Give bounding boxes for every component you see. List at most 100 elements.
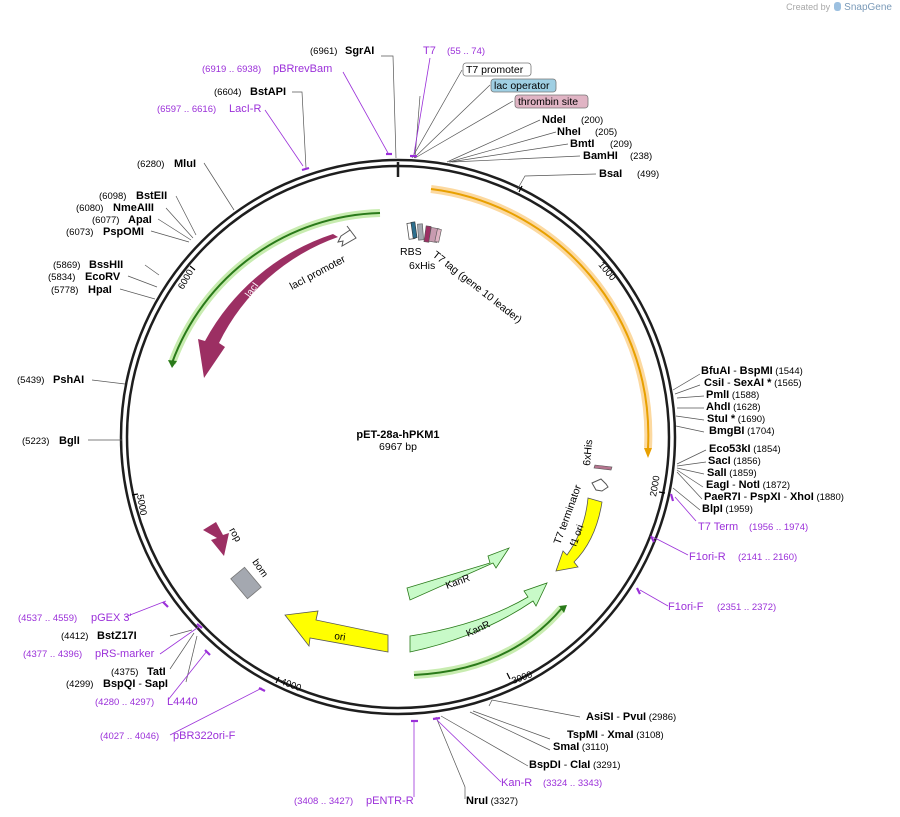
site-row: BlpI (1959): [702, 503, 753, 515]
primer-labels: T7 (55 .. 74) (6919 .. 6938) pBRrevBam (…: [18, 45, 808, 807]
snapgene-credit: Created by SnapGene: [786, 2, 892, 13]
lacI-promoter-feature: [337, 225, 357, 247]
site-pshai-name: PshAI: [53, 374, 84, 386]
snapgene-logo-icon: [833, 2, 841, 11]
site-row: BspQI - SapI: [103, 678, 168, 690]
site-hpai-pos: (5778): [51, 285, 78, 296]
site-bamhi-pos: (238): [630, 151, 652, 162]
primer-pbr322ori-f-name: pBR322ori-F: [173, 730, 236, 742]
site-row: SalI (1859): [707, 467, 757, 479]
kanR-feature-2: [409, 582, 548, 653]
site-name: EagI: [706, 479, 729, 491]
site-ecorv-pos: (5834): [48, 272, 75, 283]
site-nmeaiii-name: NmeAIII: [113, 202, 154, 214]
site-name: AsiSI: [586, 711, 614, 723]
sites-top-right: NdeI (200) NheI (205) BmtI (209) BamHI (…: [542, 114, 659, 180]
site-nhei-name: NheI: [557, 126, 581, 138]
site-row: TatI: [147, 666, 166, 678]
site-mlui-pos: (6280): [137, 159, 164, 170]
lacI-promoter-label: lacI promoter: [288, 253, 348, 293]
primer-pbrrevbam-name: pBRrevBam: [273, 63, 332, 75]
primer-markers: [162, 152, 675, 723]
primer-pentr-r-pos: (3408 .. 3427): [294, 796, 353, 807]
site-row: TspMI - XmaI (3108): [567, 729, 664, 741]
site-position: (1704): [744, 426, 774, 437]
site-name: ClaI: [570, 759, 590, 771]
primer-t7-pos: (55 .. 74): [447, 46, 485, 57]
primer-pbr322ori-f-pos: (4027 .. 4046): [100, 731, 159, 742]
primer-pgex3-pos: (4537 .. 4559): [18, 613, 77, 624]
site-nmeaiii-pos: (6080): [76, 203, 103, 214]
tick-5000: 5000: [134, 494, 149, 517]
site-position: (3291): [590, 760, 620, 771]
site-name: NotI: [739, 479, 760, 491]
site-name: BspMI: [740, 365, 773, 377]
site-name: Eco53kI: [709, 443, 751, 455]
site-position: (4375): [111, 667, 138, 678]
site-position: (3110): [579, 742, 608, 753]
primer-pbrrevbam-pos: (6919 .. 6938): [202, 64, 261, 75]
site-row: PmlI (1588): [706, 389, 759, 401]
site-name: SexAI *: [734, 377, 773, 389]
primer-f1ori-r-pos: (2141 .. 2160): [738, 552, 797, 563]
site-bsai-pos: (499): [637, 169, 659, 180]
site-bsteii-name: BstEII: [136, 190, 167, 202]
site-name: BspDI: [529, 759, 561, 771]
site-sgrai-pos: (6961): [310, 46, 337, 57]
site-name: BmgBI: [709, 425, 744, 437]
primer-leader-lines: [124, 57, 697, 797]
rop-label: rop: [226, 526, 243, 544]
t7-terminator-feature: [591, 478, 609, 492]
primer-pentr-r-name: pENTR-R: [366, 795, 414, 807]
boxed-labels: T7 promoter lac operator thrombin site: [462, 62, 589, 109]
bom-feature: [230, 566, 262, 600]
top-feature-cluster: [406, 221, 442, 243]
rop-feature: [203, 522, 229, 556]
site-name: BspQI: [103, 678, 135, 690]
site-row: Eco53kI (1854): [709, 443, 781, 455]
site-name: SalI: [707, 467, 727, 479]
site-bstapi-name: BstAPI: [250, 86, 286, 98]
primer-laci-r-pos: (6597 .. 6616): [157, 104, 216, 115]
lac-operator-label: lac operator: [494, 80, 550, 92]
credit-prefix: Created by: [786, 2, 831, 12]
site-bamhi-name: BamHI: [583, 150, 618, 162]
primer-t7term-pos: (1956 .. 1974): [749, 522, 808, 533]
site-row: PaeR7I - PspXI - XhoI (1880): [704, 491, 844, 503]
site-name: PspXI: [750, 491, 781, 503]
site-position: (1628): [730, 402, 760, 413]
site-ecorv-name: EcoRV: [85, 271, 121, 283]
primer-t7-name: T7: [423, 45, 436, 57]
site-name: TspMI: [567, 729, 598, 741]
lacI-feature: [198, 234, 338, 378]
site-position: (1588): [729, 390, 759, 401]
site-bmti-pos: (209): [610, 139, 632, 150]
site-bgli-pos: (5223): [22, 436, 49, 447]
backbone: [119, 158, 677, 716]
site-position: (3108): [634, 730, 664, 741]
site-name: NruI: [466, 795, 488, 807]
sites-top-left: (6961) SgrAI (6604) BstAPI (6280) MluI (…: [17, 45, 374, 447]
his-tag-right-label: 6xHis: [581, 439, 595, 466]
site-bsshii-name: BssHII: [89, 259, 123, 271]
site-row: NruI (3327): [466, 795, 518, 807]
site-row: BspDI - ClaI (3291): [529, 759, 620, 771]
t7-promoter-label: T7 promoter: [466, 64, 524, 76]
credit-brand: SnapGene: [844, 2, 892, 13]
site-ndei-name: NdeI: [542, 114, 566, 126]
site-name: TatI: [147, 666, 166, 678]
site-row: BmgBI (1704): [709, 425, 775, 437]
site-position: (1690): [735, 414, 765, 425]
t7-tag-label: T7 tag (gene 10 leader): [430, 249, 524, 326]
site-position: (1854): [751, 444, 781, 455]
kanR-feature-1: [406, 547, 511, 601]
plasmid-length: 6967 bp: [379, 441, 417, 453]
rbs-label: RBS: [400, 246, 422, 258]
site-name: SapI: [145, 678, 168, 690]
site-apai-pos: (6077): [92, 215, 119, 226]
site-name: CsiI: [704, 377, 724, 389]
primer-f1ori-r-name: F1ori-R: [689, 551, 726, 563]
primer-kan-r-pos: (3324 .. 3343): [543, 778, 602, 789]
thrombin-site-label: thrombin site: [518, 96, 578, 108]
